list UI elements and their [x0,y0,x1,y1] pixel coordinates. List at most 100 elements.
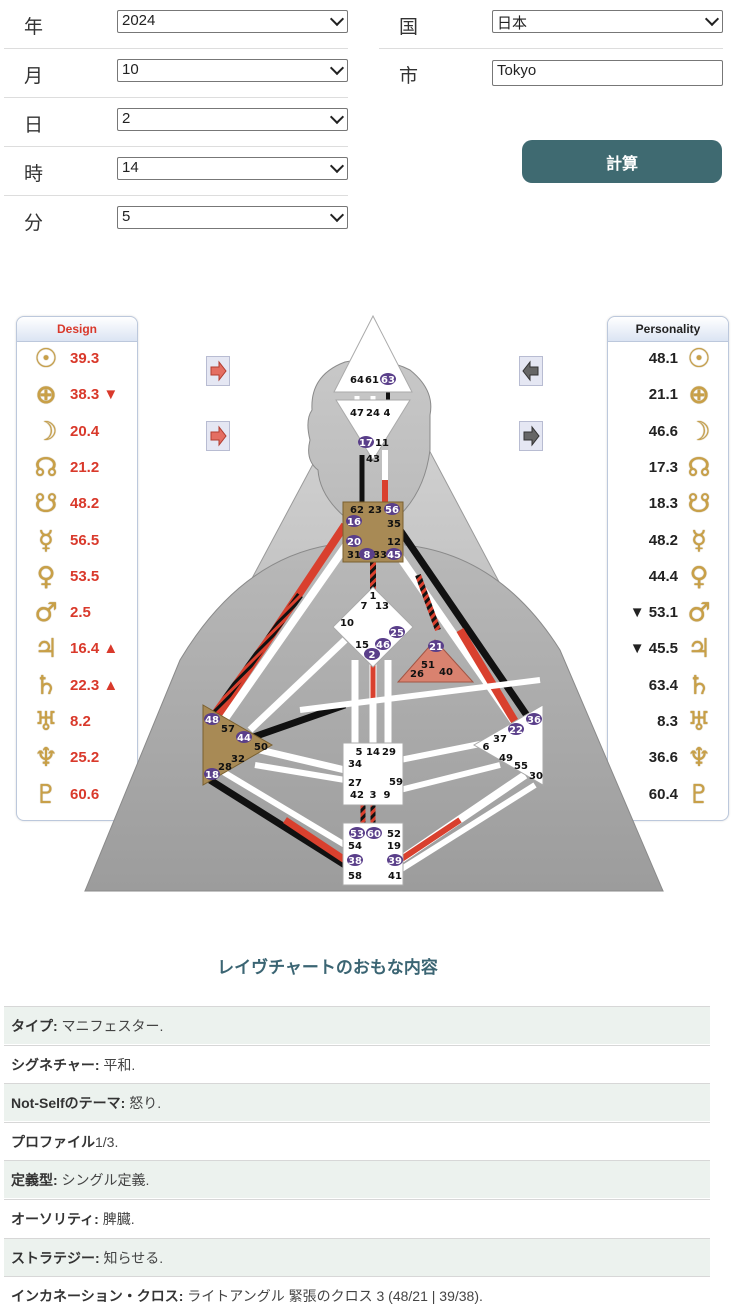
planet-row: ☉39.3 [17,344,137,374]
earth-icon: ⊕ [688,380,710,411]
gate-label: 61 [365,375,379,386]
gate-label: 57 [221,724,235,735]
gate-label: 55 [514,761,528,772]
gate-label: 53 [350,829,364,840]
planet-row: ☉48.1 [608,344,728,374]
planet-row: ☊17.3 [608,453,728,483]
personality-panel: Personality ☉48.1⊕21.1☽46.6☊17.3☋18.3☿48… [607,316,729,821]
gate-active-marker [508,723,524,735]
planet-row: ♂▼ 53.1 [608,598,728,628]
gate-label: 49 [499,753,513,764]
planet-value: 38.3 ▼ [70,386,119,404]
gate-active-marker [375,638,391,650]
ego-center [396,639,475,683]
south-node-icon: ☋ [34,489,58,520]
planet-row: ♅8.2 [17,707,137,737]
gate-label: 62 [350,505,364,516]
gate-label: 58 [348,871,362,882]
planet-row: ☋18.3 [608,489,728,519]
moon-icon: ☽ [34,416,58,447]
gate-label: 20 [347,537,361,548]
summary-row: プロファイル1/3. [4,1121,710,1160]
hour-select[interactable]: 14 [117,157,348,180]
planet-value: 21.1 [648,386,678,404]
gate-label: 31 [347,550,361,561]
minute-row: 分 5 [4,196,348,244]
design-arrow-right-button-1[interactable] [206,356,230,386]
summary-label: オーソリティ: [11,1211,99,1227]
gate-label: 3 [370,790,377,801]
city-input[interactable]: Tokyo [492,60,723,86]
day-select[interactable]: 2 [117,108,348,131]
country-select[interactable]: 日本 [492,10,723,33]
venus-icon: ♀ [689,561,709,592]
gate-label: 15 [355,640,369,651]
gate-label: 11 [375,438,389,449]
arrow-left-icon [522,360,539,382]
gate-label: 46 [376,640,390,651]
summary-title: レイヴチャートのおもな内容 [217,958,438,977]
chevron-down-icon [329,60,345,76]
country-row: 国 日本 [379,0,723,49]
personality-arrow-left-button[interactable] [519,356,543,386]
planet-value: ▼ 53.1 [629,604,678,622]
design-arrow-right-button-2[interactable] [206,421,230,451]
summary-label: 定義型: [11,1172,58,1189]
gate-active-marker [346,515,362,527]
gate-label: 22 [509,725,523,736]
minute-select[interactable]: 5 [117,206,348,229]
hour-select-value: 14 [122,159,139,176]
planet-row: ☿48.2 [608,526,728,556]
mercury-icon: ☿ [691,525,707,556]
planet-value: 16.4 ▲ [70,640,119,658]
month-select[interactable]: 10 [117,59,348,82]
month-row: 月 10 [4,49,348,98]
planet-value: 60.6 [70,785,100,803]
city-label: 市 [399,65,419,87]
gate-label: 8 [364,550,371,561]
gate-label: 33 [373,550,387,561]
hour-label: 時 [24,163,44,185]
gate-label: 5 [356,747,363,758]
gate-label: 51 [421,660,435,671]
gate-label: 2 [369,650,376,661]
chevron-down-icon [704,11,720,27]
arrow-right-icon [523,425,540,447]
month-label: 月 [24,65,44,87]
gate-active-marker [346,535,362,547]
north-node-icon: ☊ [34,452,58,483]
summary-label: シグネチャー: [11,1056,100,1073]
summary-row: 定義型: シングル定義. [4,1160,710,1199]
personality-arrow-right-button[interactable] [519,421,543,451]
gate-active-marker [526,713,542,725]
minute-label: 分 [24,212,44,234]
planet-value: 36.6 [648,749,678,767]
planet-value: 22.3 ▲ [70,676,119,694]
country-select-value: 日本 [497,15,528,32]
summary-label: インカネーション・クロス: [11,1288,184,1305]
planet-row: ♆36.6 [608,743,728,773]
planet-value: 20.4 [70,422,100,440]
gate-label: 30 [529,771,543,782]
arrow-right-icon [210,425,227,447]
gate-label: 34 [348,759,362,770]
gate-active-marker [366,827,382,839]
gate-label: 26 [410,669,424,680]
birth-form-right: 国 日本 市 Tokyo [379,0,723,97]
gate-label: 14 [366,747,380,758]
gate-label: 17 [359,438,373,449]
gate-active-marker [428,640,444,652]
uranus-icon: ♅ [687,707,711,737]
planet-row: ♄22.3 ▲ [17,671,137,701]
planet-row: ☋ 48.2 [17,489,137,519]
planet-value: 48.2 [70,495,100,513]
gate-active-marker [204,768,220,780]
gate-label: 35 [387,519,401,530]
calculate-button[interactable]: 計算 [522,140,722,183]
planet-row: ☽ 20.4 [17,417,137,447]
gate-label: 28 [218,762,232,773]
year-select[interactable]: 2024 [117,10,348,33]
gate-label: 27 [348,778,362,789]
jupiter-icon: ♃ [687,634,711,665]
